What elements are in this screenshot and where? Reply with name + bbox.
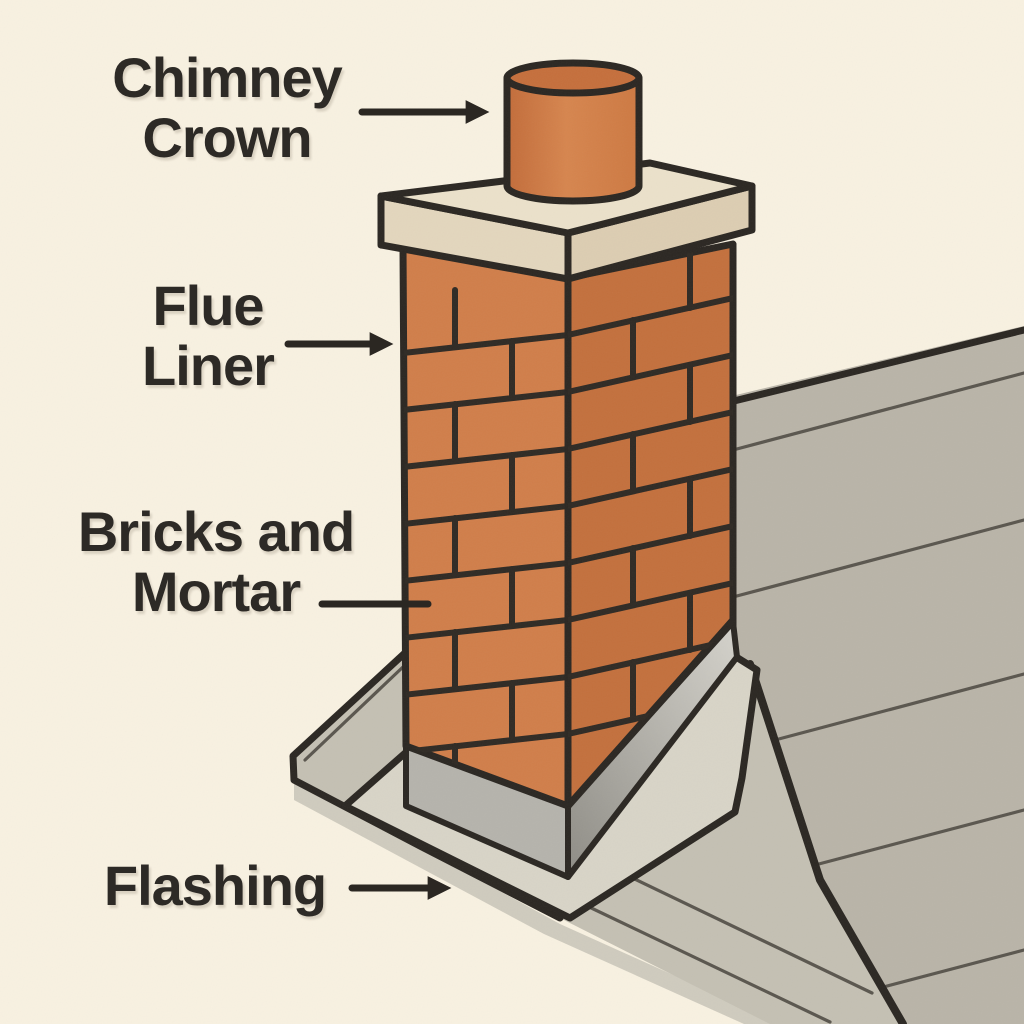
label-flue-liner-line1: Flue bbox=[152, 274, 264, 337]
label-flashing-line1: Flashing bbox=[103, 854, 327, 917]
label-flashing: Flashing bbox=[90, 856, 340, 916]
annotation-connectors bbox=[284, 100, 490, 900]
label-chimney-crown-line2: Crown bbox=[142, 106, 312, 169]
label-flue-liner-line2: Liner bbox=[142, 334, 275, 397]
label-bricks-and-mortar-line1: Bricks and bbox=[77, 500, 355, 563]
label-chimney-crown-line1: Chimney bbox=[112, 46, 342, 109]
label-bricks-and-mortar-line2: Mortar bbox=[131, 560, 301, 623]
